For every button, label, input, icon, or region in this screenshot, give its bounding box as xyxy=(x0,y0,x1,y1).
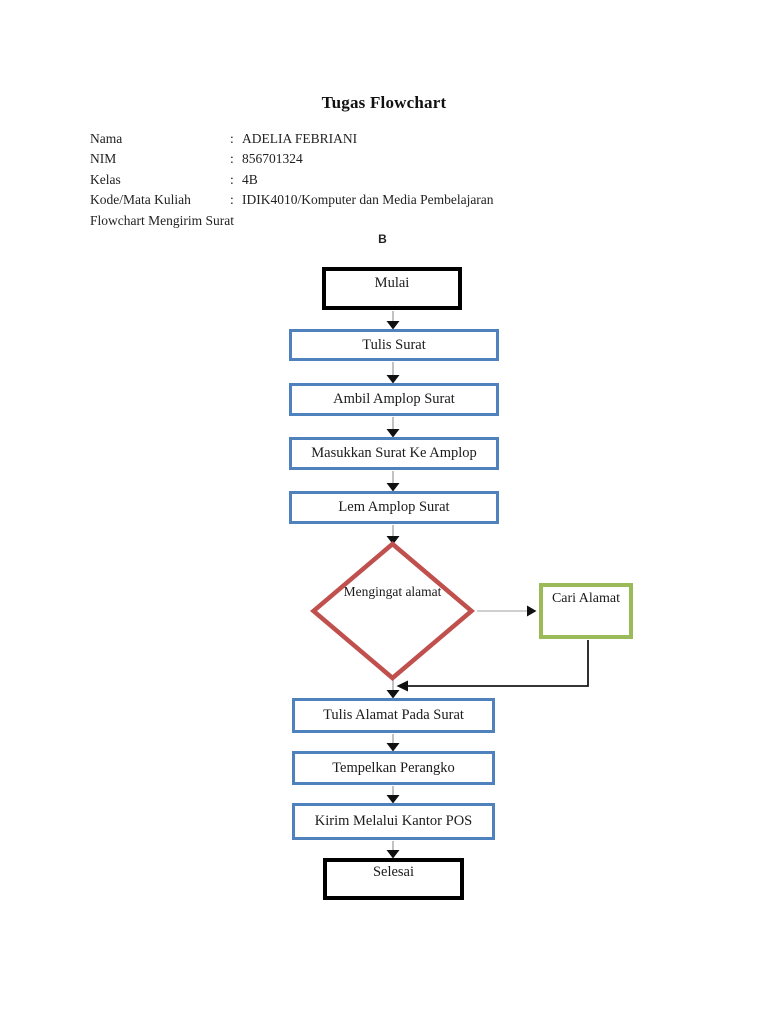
flow-node-process-kirim-pos: Kirim Melalui Kantor POS xyxy=(292,803,495,840)
flow-node-cari-alamat: Cari Alamat xyxy=(539,583,633,639)
flow-node-process-tulis-surat: Tulis Surat xyxy=(289,329,499,361)
subtitle: Flowchart Mengirim Surat xyxy=(90,212,234,228)
page-title: Tugas Flowchart xyxy=(321,93,447,112)
flow-node-process-tempelkan-perangko: Tempelkan Perangko xyxy=(292,751,495,785)
info-separator: : xyxy=(230,171,234,187)
info-label: Kode/Mata Kuliah xyxy=(90,192,191,208)
node-label: Lem Amplop Surat xyxy=(338,499,450,515)
decision-node-label: Mengingat alamat xyxy=(343,584,442,599)
node-label: Selesai xyxy=(372,863,415,880)
info-value: 856701324 xyxy=(242,151,303,167)
decision-branch-connector xyxy=(477,605,537,617)
connector-label-b: B xyxy=(378,232,387,246)
info-row-nama: Nama: ADELIA FEBRIANI xyxy=(90,129,494,149)
node-label: Cari Alamat xyxy=(551,591,621,606)
flow-node-process-ambil-amplop: Ambil Amplop Surat xyxy=(289,383,499,416)
info-label: Nama xyxy=(90,131,123,146)
arrowhead-right-icon xyxy=(527,605,537,617)
node-label: Tulis Surat xyxy=(362,336,426,353)
node-label: Masukkan Surat Ke Amplop xyxy=(311,445,477,461)
info-value: IDIK4010/Komputer dan Media Pembelajaran xyxy=(242,192,494,208)
info-value: ADELIA FEBRIANI xyxy=(242,131,358,146)
info-row-kode: Kode/Mata Kuliah: IDIK4010/Komputer dan M… xyxy=(90,190,494,210)
info-row-kelas: Kelas:4B xyxy=(90,170,494,190)
node-label: Kirim Melalui Kantor POS xyxy=(314,813,473,829)
flow-node-process-tulis-alamat: Tulis Alamat Pada Surat xyxy=(292,698,495,733)
arrowhead-left-icon xyxy=(396,680,408,692)
info-value: 4B xyxy=(242,171,258,187)
flow-node-start: Mulai xyxy=(322,267,462,310)
node-label: Tempelkan Perangko xyxy=(332,759,455,776)
node-label: Tulis Alamat Pada Surat xyxy=(323,707,464,723)
flow-node-process-lem-amplop: Lem Amplop Surat xyxy=(289,491,499,524)
decision-diamond-shape xyxy=(310,541,475,681)
decision-feedback-loop xyxy=(396,640,589,692)
info-separator: : xyxy=(230,151,234,167)
node-label: Ambil Amplop Surat xyxy=(333,391,455,407)
info-label: Kelas xyxy=(90,171,121,187)
info-label: NIM xyxy=(90,151,117,167)
info-separator: : xyxy=(230,192,234,208)
node-label: Mulai xyxy=(374,275,410,291)
info-row-nim: NIM:856701324 xyxy=(90,149,494,169)
info-block: Nama:ADELIA FEBRIANI NIM:856701324 Kelas… xyxy=(90,129,494,231)
flow-node-process-masukkan-surat: Masukkan Surat Ke Amplop xyxy=(289,437,499,470)
arrowhead-down-icon xyxy=(386,536,400,545)
flow-node-end: Selesai xyxy=(323,858,464,900)
info-separator: : xyxy=(230,131,234,146)
